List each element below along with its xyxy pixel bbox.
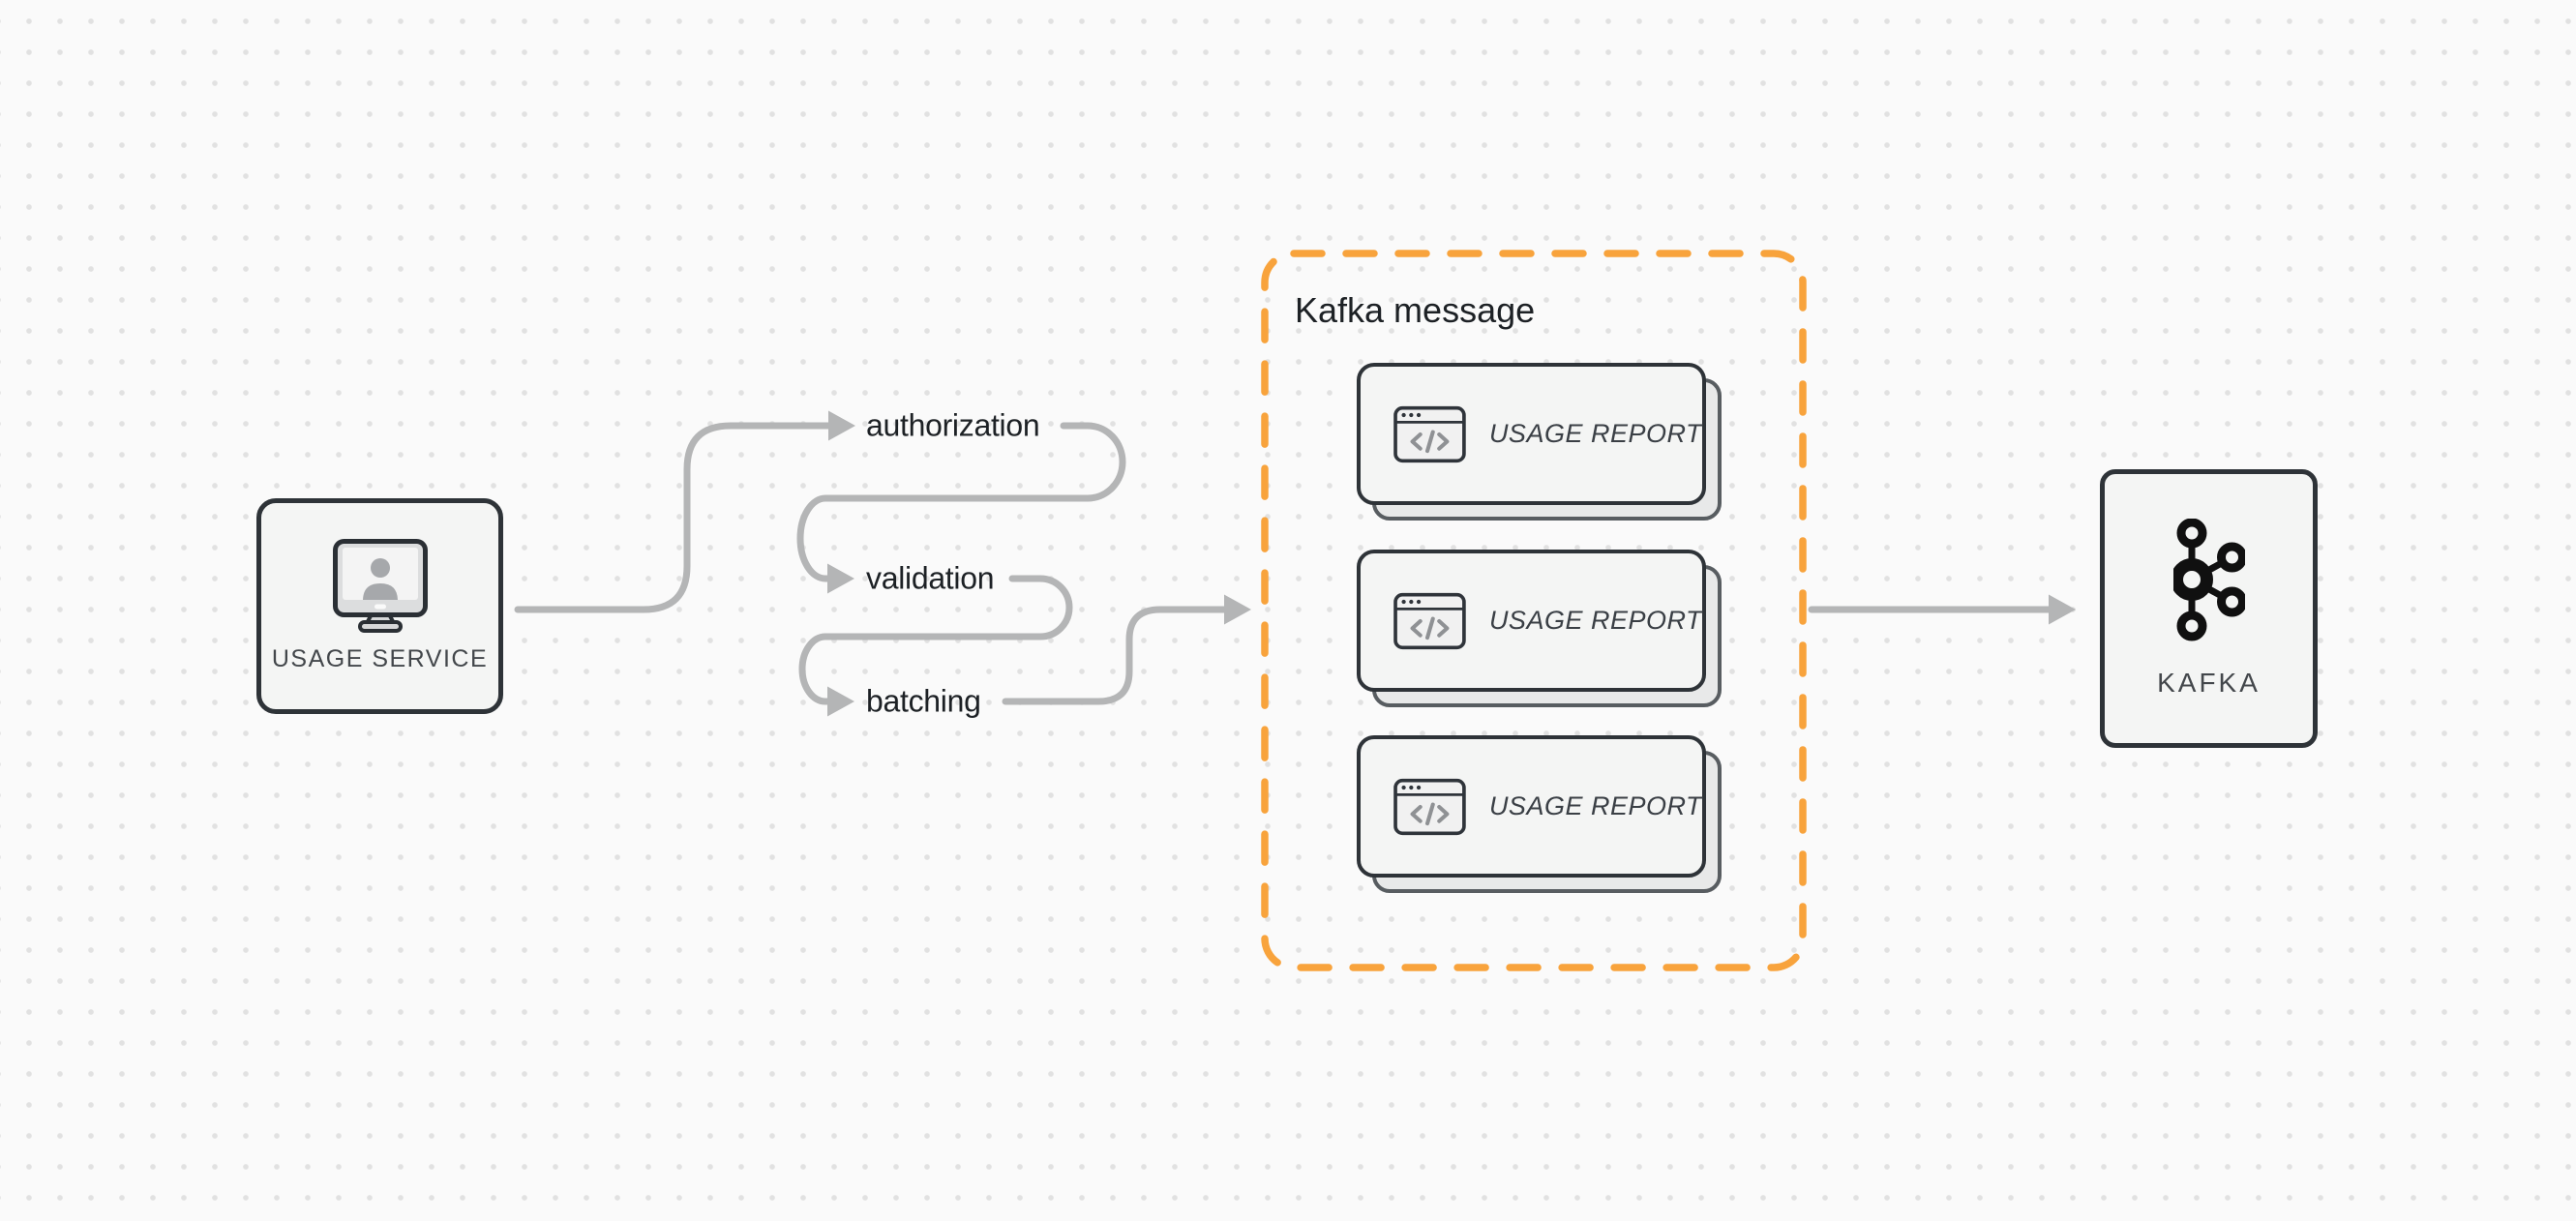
kafka-logo-icon (2172, 519, 2245, 641)
arrowhead-authorization (828, 410, 855, 441)
usage-report-card: USAGE REPORT (1357, 735, 1722, 893)
code-window-icon (1393, 592, 1466, 649)
arrowhead-batching (827, 686, 854, 717)
usage-report-label: USAGE REPORT (1488, 606, 1702, 635)
step-label-batching: batching (866, 683, 981, 719)
step-label-validation: validation (866, 560, 995, 596)
arrowhead-kafka-message (1224, 594, 1251, 625)
code-window-icon (1393, 778, 1466, 835)
step-label-authorization: authorization (866, 407, 1040, 443)
connector-authorization-to-validation (796, 422, 1126, 582)
card-front: USAGE REPORT (1357, 550, 1706, 692)
usage-service-node: USAGE SERVICE (256, 498, 503, 714)
usage-report-card: USAGE REPORT (1357, 363, 1722, 521)
usage-report-card: USAGE REPORT (1357, 550, 1722, 707)
kafka-node: KAFKA (2100, 469, 2318, 748)
usage-service-label: USAGE SERVICE (271, 645, 489, 672)
kafka-label: KAFKA (2157, 668, 2261, 698)
connector-validation-to-batching (798, 575, 1073, 705)
card-front: USAGE REPORT (1357, 735, 1706, 878)
arrowhead-kafka (2049, 594, 2076, 625)
kafka-message-group-border (1261, 250, 1807, 971)
usage-report-label: USAGE REPORT (1488, 791, 1702, 820)
card-front: USAGE REPORT (1357, 363, 1706, 505)
monitor-user-icon (332, 539, 428, 633)
arrowhead-validation (827, 563, 854, 594)
connector-batching-to-kafka-message (1002, 606, 1228, 705)
kafka-message-group-title: Kafka message (1295, 290, 1536, 330)
code-window-icon (1393, 405, 1466, 462)
connector-usage-to-authorization (514, 422, 832, 613)
usage-report-label: USAGE REPORT (1488, 419, 1702, 448)
